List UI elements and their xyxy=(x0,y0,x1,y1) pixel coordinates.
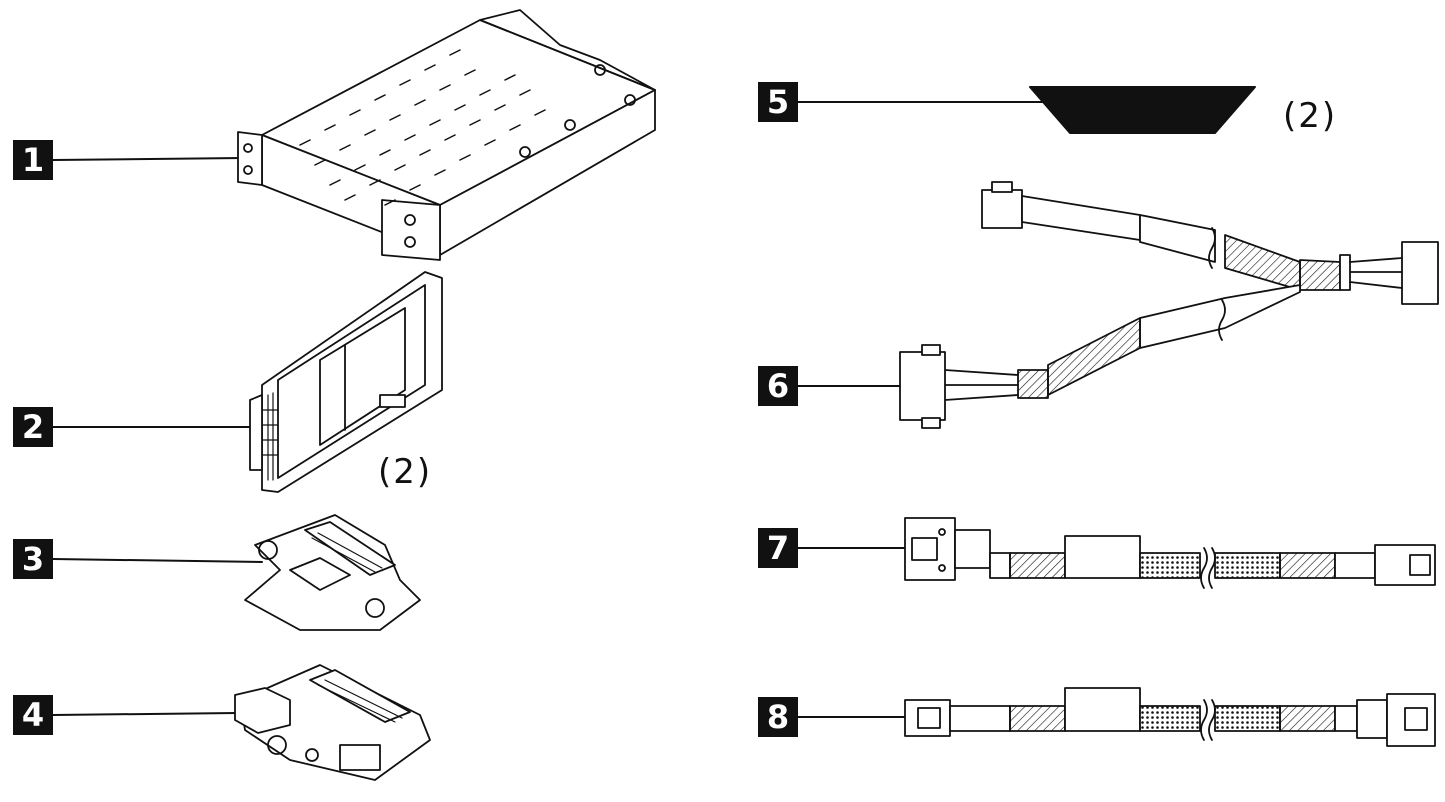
signal-cable-short xyxy=(904,687,1436,747)
callout-6: 6 xyxy=(758,366,798,406)
callout-5: 5 xyxy=(758,82,798,122)
leader-lines xyxy=(52,101,1069,718)
callout-2: 2 xyxy=(13,407,53,447)
drive-cage xyxy=(237,9,656,261)
callout-7: 7 xyxy=(758,528,798,568)
wedge-pad xyxy=(1029,86,1256,134)
callout-3: 3 xyxy=(13,539,53,579)
quantity-item-5: (2) xyxy=(1283,96,1338,136)
y-power-cable xyxy=(899,181,1439,429)
callout-1: 1 xyxy=(13,140,53,180)
signal-cable-long xyxy=(904,517,1436,589)
quantity-item-2: (2) xyxy=(378,452,433,492)
interposer-board xyxy=(234,664,431,781)
backplane-board xyxy=(244,514,421,631)
callout-8: 8 xyxy=(758,697,798,737)
callout-4: 4 xyxy=(13,695,53,735)
drive-tray xyxy=(249,271,443,493)
